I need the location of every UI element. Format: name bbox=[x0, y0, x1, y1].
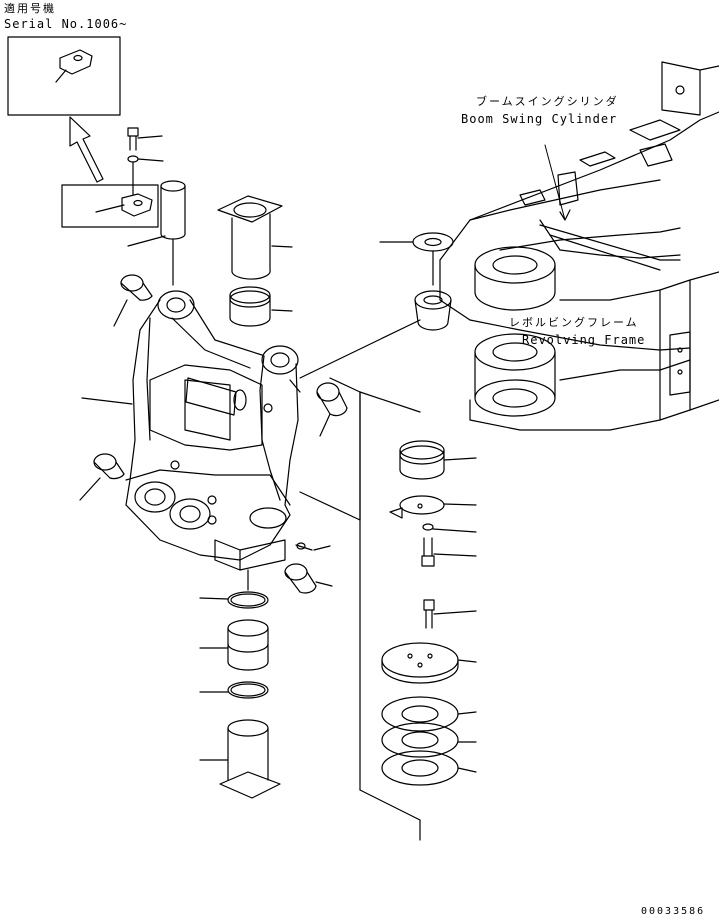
lower-stack bbox=[199, 569, 281, 799]
right-plate bbox=[389, 495, 477, 519]
shim-stack bbox=[381, 696, 477, 786]
right-bushing bbox=[316, 382, 348, 437]
serial-note-number: Serial No.1006~ bbox=[4, 17, 128, 31]
drawing-number: 00033586 bbox=[641, 906, 706, 917]
frame-washer bbox=[379, 232, 454, 286]
right-column-bracket bbox=[359, 391, 421, 841]
right-washer bbox=[422, 523, 477, 533]
right-bolt bbox=[421, 537, 477, 567]
swing-bracket bbox=[81, 290, 331, 571]
frame-bushing bbox=[414, 290, 452, 331]
shim-plate bbox=[381, 642, 477, 684]
right-bushing-ring bbox=[399, 440, 477, 480]
lower-right-bushing bbox=[284, 563, 333, 594]
serial-note-title-jp: 適用号機 bbox=[4, 2, 56, 15]
left-lower-bushing bbox=[79, 453, 125, 501]
upper-bushing bbox=[229, 286, 293, 327]
upper-pin bbox=[127, 180, 186, 286]
plate-inset-box bbox=[61, 184, 159, 228]
left-upper-bushing bbox=[113, 274, 153, 327]
serial-inset-box bbox=[7, 36, 121, 116]
upper-sleeve bbox=[217, 195, 293, 280]
boom-swing-cylinder-label-jp: ブームスイングシリンダ bbox=[476, 95, 619, 108]
inset-arrow bbox=[69, 116, 104, 183]
revolving-frame bbox=[439, 61, 719, 431]
boom-swing-cylinder-label: Boom Swing Cylinder bbox=[461, 112, 618, 126]
revolving-frame-label: Revolving Frame bbox=[522, 333, 646, 347]
lower-bolt bbox=[423, 599, 477, 629]
plate-washer bbox=[127, 155, 164, 196]
revolving-frame-label-jp: レボルビングフレーム bbox=[509, 316, 639, 329]
inset-plate-part bbox=[55, 49, 93, 83]
plate-bolt bbox=[127, 127, 163, 151]
